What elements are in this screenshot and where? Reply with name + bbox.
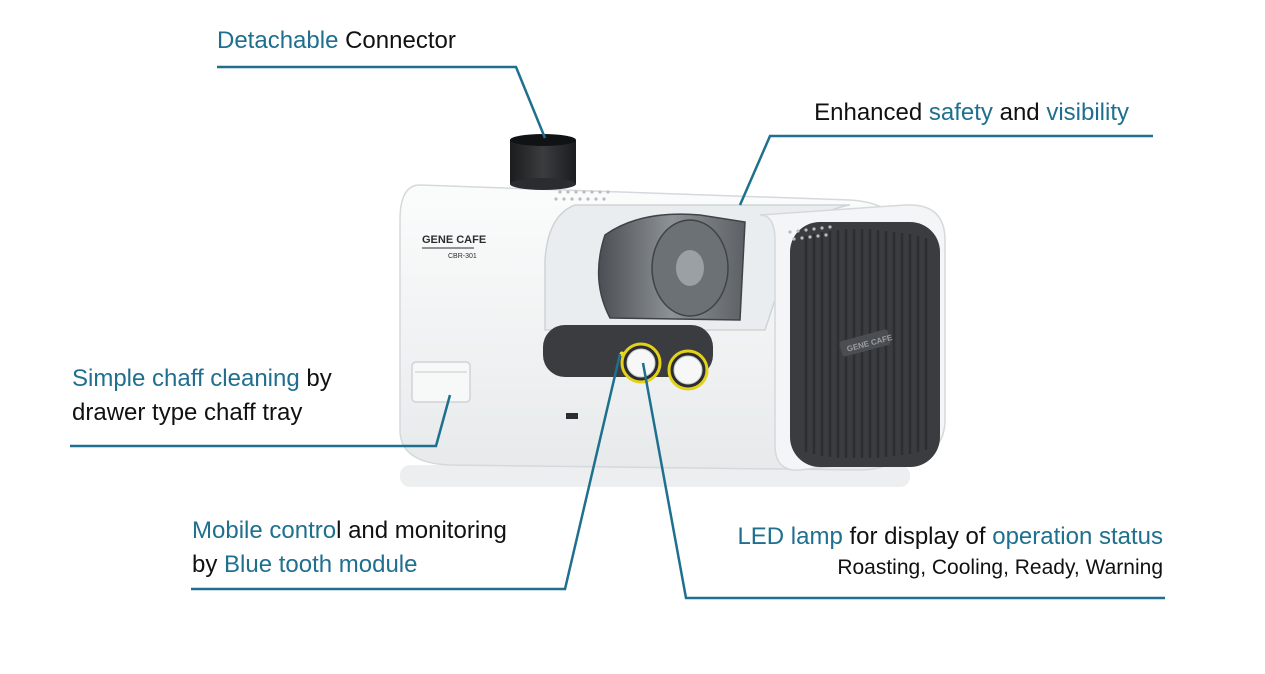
callout-chaff-text: by bbox=[299, 365, 332, 392]
top-vents-right bbox=[788, 225, 832, 241]
grille-badge-plate bbox=[839, 329, 891, 357]
callout-mobile-pre2: by bbox=[192, 551, 225, 578]
callout-chaff-line2: drawer type chaff tray bbox=[72, 399, 303, 426]
model-label: CBR-301 bbox=[448, 253, 477, 260]
top-vents-left bbox=[554, 190, 610, 201]
grille-slats bbox=[804, 229, 928, 458]
callout-connector-text: Connector bbox=[338, 27, 456, 54]
exhaust-connector bbox=[510, 134, 576, 190]
leader-connector bbox=[217, 65, 547, 139]
side-grille-housing: GENE CAFE bbox=[759, 204, 946, 471]
callout-led-highlight: LED lamp bbox=[737, 523, 843, 550]
brand-logo: GENE CAFE bbox=[422, 234, 486, 246]
usb-port bbox=[566, 413, 578, 419]
callout-led-text: for display of bbox=[842, 523, 993, 550]
callout-mobile-text: l and monitoring bbox=[336, 517, 507, 544]
callout-visibility-highlight: visibility bbox=[1046, 99, 1129, 126]
callout-safety-visibility: Enhanced safety and visibility bbox=[760, 96, 1129, 130]
drum-hub bbox=[676, 250, 704, 286]
leader-chaff bbox=[70, 394, 452, 448]
body-shadow bbox=[400, 465, 910, 487]
leader-safety bbox=[738, 134, 1153, 206]
leader-lines bbox=[70, 65, 1165, 600]
dial-right bbox=[673, 355, 703, 385]
leader-led bbox=[641, 362, 1165, 600]
callout-connector-highlight: Detachable bbox=[217, 27, 339, 54]
callout-safety-text-a: Enhanced bbox=[814, 99, 929, 126]
callout-led-statuses: Roasting, Cooling, Ready, Warning bbox=[837, 556, 1163, 579]
callout-bluetooth-highlight: Blue tooth module bbox=[224, 551, 418, 578]
chaff-drawer bbox=[411, 361, 471, 403]
callout-mobile-highlight: Mobile contro bbox=[192, 517, 337, 544]
dial-left bbox=[626, 348, 656, 378]
callout-status-highlight: operation status bbox=[992, 523, 1163, 550]
callout-mobile-control: Mobile control and monitoring by Blue to… bbox=[192, 514, 507, 582]
callout-safety-highlight: safety bbox=[928, 99, 993, 126]
callout-chaff-highlight: Simple chaff cleaning bbox=[72, 365, 300, 392]
callout-detachable-connector: Detachable Connector bbox=[217, 24, 456, 58]
leader-mobile bbox=[191, 353, 622, 591]
callout-led-lamp: LED lamp for display of operation status… bbox=[660, 520, 1163, 582]
callout-chaff-cleaning: Simple chaff cleaning by drawer type cha… bbox=[72, 362, 332, 430]
callout-safety-text-b: and bbox=[992, 99, 1047, 126]
